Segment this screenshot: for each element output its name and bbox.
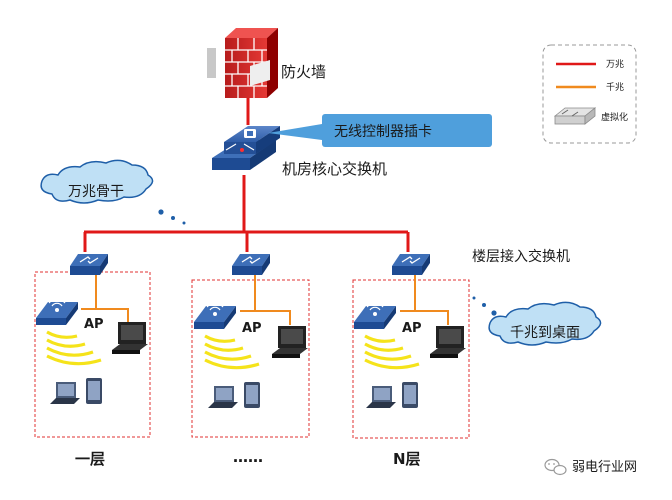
desktop-pc-icon	[430, 326, 466, 358]
wifi-signal-icon	[46, 330, 102, 366]
backbone-label: 万兆骨干	[68, 184, 124, 200]
legend-label-3: 虚拟化	[601, 111, 628, 123]
tablet-icon	[244, 382, 260, 408]
wifi-signal-icon	[204, 334, 260, 370]
desktop-cloud	[472, 296, 602, 346]
desktop-label: 千兆到桌面	[510, 325, 580, 341]
virtualization-icon	[553, 107, 597, 125]
backbone-cloud	[40, 159, 186, 225]
tablet-icon	[86, 378, 102, 404]
access-switch-icon	[70, 254, 108, 275]
core-switch-label: 机房核心交换机	[282, 160, 387, 178]
ap-label: AP	[402, 321, 422, 336]
access-point-icon	[194, 302, 236, 329]
access-switch-icon	[232, 254, 270, 275]
floor-1-group: AP	[34, 254, 151, 438]
desktop-pc-icon	[112, 322, 148, 354]
floor-n-group: AP	[352, 254, 470, 439]
legend-label-2: 千兆	[606, 82, 624, 93]
floor-2-group: AP	[191, 254, 310, 438]
core-switch-icon	[212, 126, 280, 170]
laptop-icon	[208, 386, 238, 408]
firewall-label: 防火墙	[281, 63, 326, 81]
laptop-icon	[50, 382, 80, 404]
access-point-icon	[354, 302, 396, 329]
floor-label-2: ……	[233, 448, 263, 466]
legend-label-1: 万兆	[606, 59, 624, 70]
access-switch-icon	[392, 254, 430, 275]
access-point-icon	[36, 298, 78, 325]
desktop-pc-icon	[272, 326, 308, 358]
firewall-icon	[207, 28, 278, 98]
floor-label-n: N层	[393, 450, 421, 468]
wifi-signal-icon	[364, 334, 420, 370]
laptop-icon	[366, 386, 396, 408]
controller-label: 无线控制器插卡	[334, 124, 432, 140]
ap-label: AP	[84, 317, 104, 332]
ap-label: AP	[242, 321, 262, 336]
watermark-text: 弱电行业网	[572, 460, 637, 475]
floor-label-1: 一层	[75, 450, 105, 468]
legend	[542, 44, 637, 144]
wechat-icon	[544, 458, 567, 476]
ten-gig-links	[83, 98, 410, 252]
controller-callout	[268, 114, 492, 147]
access-switch-label: 楼层接入交换机	[472, 248, 570, 265]
tablet-icon	[402, 382, 418, 408]
